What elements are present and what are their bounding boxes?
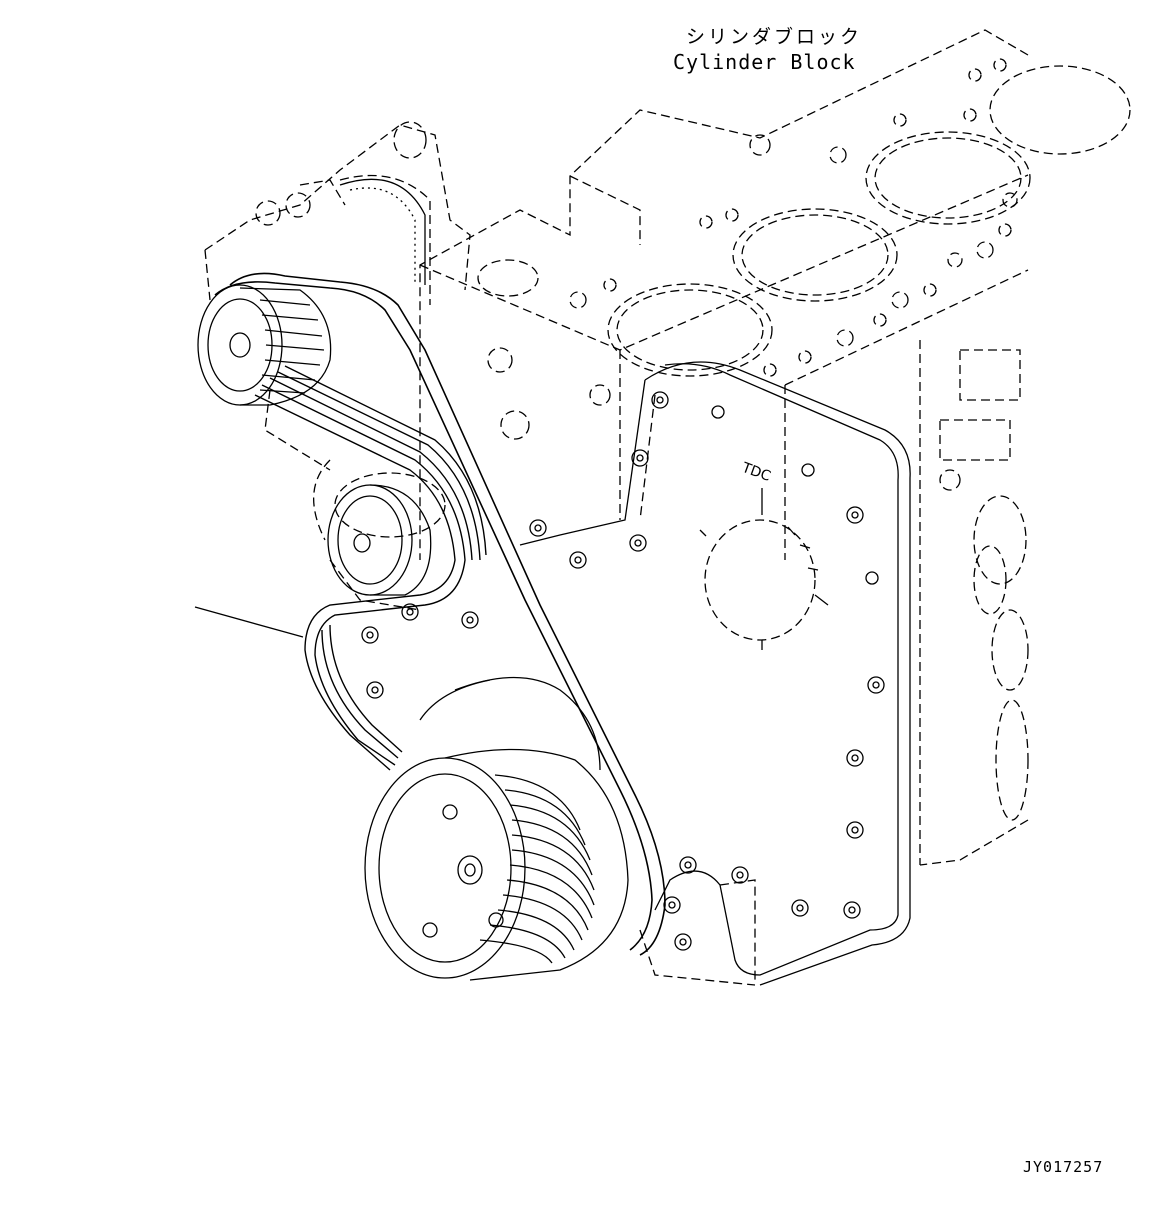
cylinder-block-label-jp: シリンダブロック xyxy=(686,26,863,48)
tdc-mark: TDC xyxy=(739,460,773,485)
tensioner-pulley xyxy=(327,484,479,699)
alternator-gear xyxy=(339,178,426,285)
crankshaft-pulley xyxy=(364,676,629,981)
cover-bolts xyxy=(529,391,885,951)
cylinder-block-label-en: Cylinder Block xyxy=(673,50,856,74)
figure-id: JY017257 xyxy=(1023,1158,1104,1176)
fan-belt-outer xyxy=(214,272,666,956)
alternator xyxy=(204,121,471,611)
cylinder-bores xyxy=(477,65,1131,377)
front-gear-cover xyxy=(519,361,911,986)
cylinder-block xyxy=(419,29,1131,866)
tdc-window xyxy=(699,488,829,650)
fan-belt-inner xyxy=(254,365,487,771)
block-holes xyxy=(487,58,1018,491)
belt-leader-line xyxy=(194,606,304,638)
alternator-pulley xyxy=(197,284,332,406)
